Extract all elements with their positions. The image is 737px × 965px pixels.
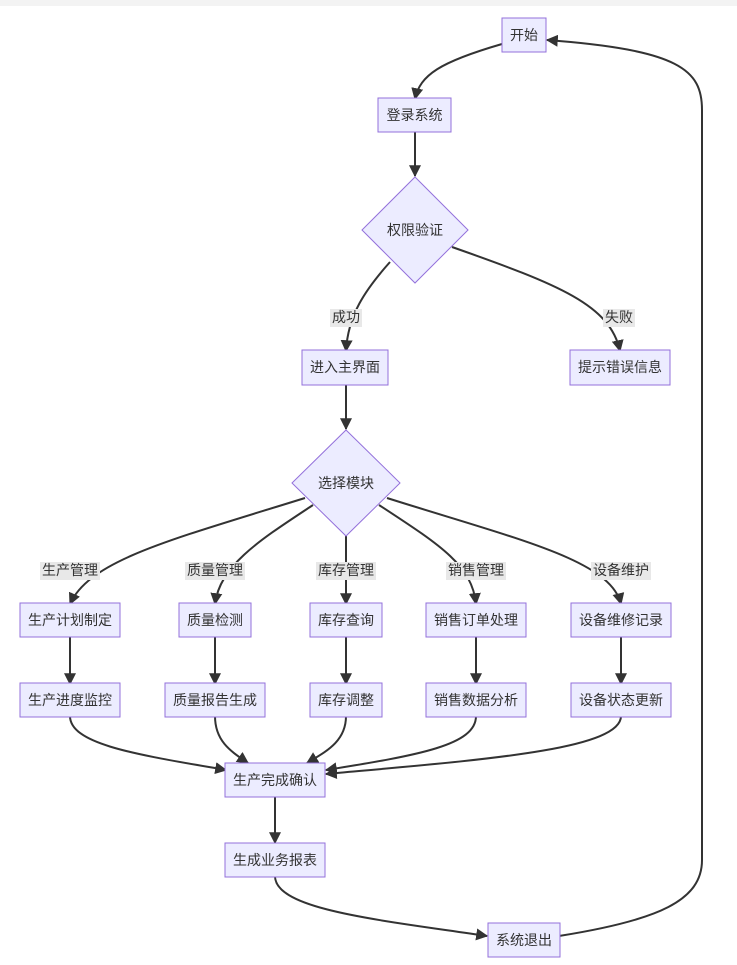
edge-label-production-text: 生产管理 (42, 563, 98, 579)
edge-qualityreport-confirm (214, 715, 249, 764)
edges (64, 34, 703, 941)
edge-auth-main (340, 261, 391, 353)
edge-logout-start (545, 34, 703, 937)
node-logout-label: 系统退出 (496, 933, 552, 949)
node-sales-order: 销售订单处理 (425, 602, 527, 638)
edge-select-prodplan (69, 497, 306, 606)
node-report-label: 生成业务报表 (233, 853, 317, 869)
node-confirm-label: 生产完成确认 (233, 773, 317, 789)
edge-label-equipment-text: 设备维护 (593, 562, 649, 579)
node-start: 开始 (501, 17, 547, 53)
edge-select-qualitycheck (210, 504, 314, 606)
edge-select-equiprepair (386, 497, 625, 606)
node-sales-order-label: 销售订单处理 (434, 613, 518, 629)
node-error: 提示错误信息 (569, 349, 671, 386)
node-quality-check-label: 质量检测 (187, 613, 243, 629)
node-login-label: 登录系统 (387, 108, 443, 124)
edge-report-logout (274, 875, 489, 941)
node-error-label: 提示错误信息 (578, 359, 662, 376)
edge-labels: 成功 失败 生产管理 质量管理 库存管理 销售管理 (40, 309, 651, 580)
node-auth: 权限验证 (361, 176, 469, 284)
edge-prodprogress-confirm (69, 715, 228, 775)
edge-label-inventory-text: 库存管理 (318, 563, 374, 579)
node-confirm: 生产完成确认 (224, 762, 326, 798)
node-stock-query-label: 库存查询 (318, 613, 374, 629)
edge-stockadjust-confirm (305, 715, 347, 764)
node-prod-plan-label: 生产计划制定 (28, 613, 112, 629)
node-prod-progress: 生产进度监控 (19, 682, 121, 718)
node-login: 登录系统 (377, 97, 452, 133)
node-equip-repair-label: 设备维修记录 (579, 612, 663, 629)
edge-salesanalysis-confirm (324, 715, 477, 775)
node-prod-plan: 生产计划制定 (19, 602, 121, 638)
node-stock-query: 库存查询 (309, 602, 383, 638)
node-sales-analysis: 销售数据分析 (425, 682, 527, 718)
edge-label-fail-text: 失败 (605, 310, 633, 326)
node-sales-analysis-label: 销售数据分析 (434, 693, 518, 709)
node-select: 选择模块 (291, 429, 401, 537)
edge-label-inventory: 库存管理 (316, 562, 376, 580)
edge-label-quality-text: 质量管理 (187, 563, 243, 579)
edge-equipstatus-confirm (324, 715, 622, 779)
node-stock-adjust: 库存调整 (309, 682, 383, 718)
top-band (0, 0, 737, 6)
edge-label-sales-text: 销售管理 (448, 563, 504, 579)
edge-select-salesorder (378, 504, 481, 606)
node-quality-check: 质量检测 (178, 602, 252, 638)
node-prod-progress-label: 生产进度监控 (28, 693, 112, 709)
edge-label-success-text: 成功 (332, 310, 360, 326)
node-equip-status: 设备状态更新 (570, 682, 672, 718)
node-select-label: 选择模块 (318, 476, 374, 492)
edge-auth-error (451, 246, 624, 353)
node-quality-report: 质量报告生成 (164, 682, 266, 718)
node-main: 进入主界面 (301, 349, 389, 386)
edge-label-fail: 失败 (603, 309, 635, 327)
edge-label-production: 生产管理 (40, 562, 100, 580)
node-stock-adjust-label: 库存调整 (318, 693, 374, 709)
node-auth-label: 权限验证 (387, 223, 443, 239)
node-main-label: 进入主界面 (310, 360, 380, 376)
edge-label-equipment: 设备维护 (591, 562, 651, 580)
node-start-label: 开始 (510, 28, 538, 44)
node-quality-report-label: 质量报告生成 (173, 693, 257, 709)
node-report: 生成业务报表 (224, 842, 326, 878)
node-logout: 系统退出 (487, 922, 561, 958)
nodes: 开始 登录系统 权限验证 进入主界面 提示错误信息 选择模块 (19, 17, 672, 958)
edge-label-success: 成功 (330, 309, 362, 327)
node-equip-repair: 设备维修记录 (570, 602, 672, 638)
edge-label-sales: 销售管理 (446, 562, 506, 580)
edge-start-login (411, 43, 503, 101)
node-equip-status-label: 设备状态更新 (579, 692, 663, 709)
edge-label-quality: 质量管理 (185, 562, 245, 580)
